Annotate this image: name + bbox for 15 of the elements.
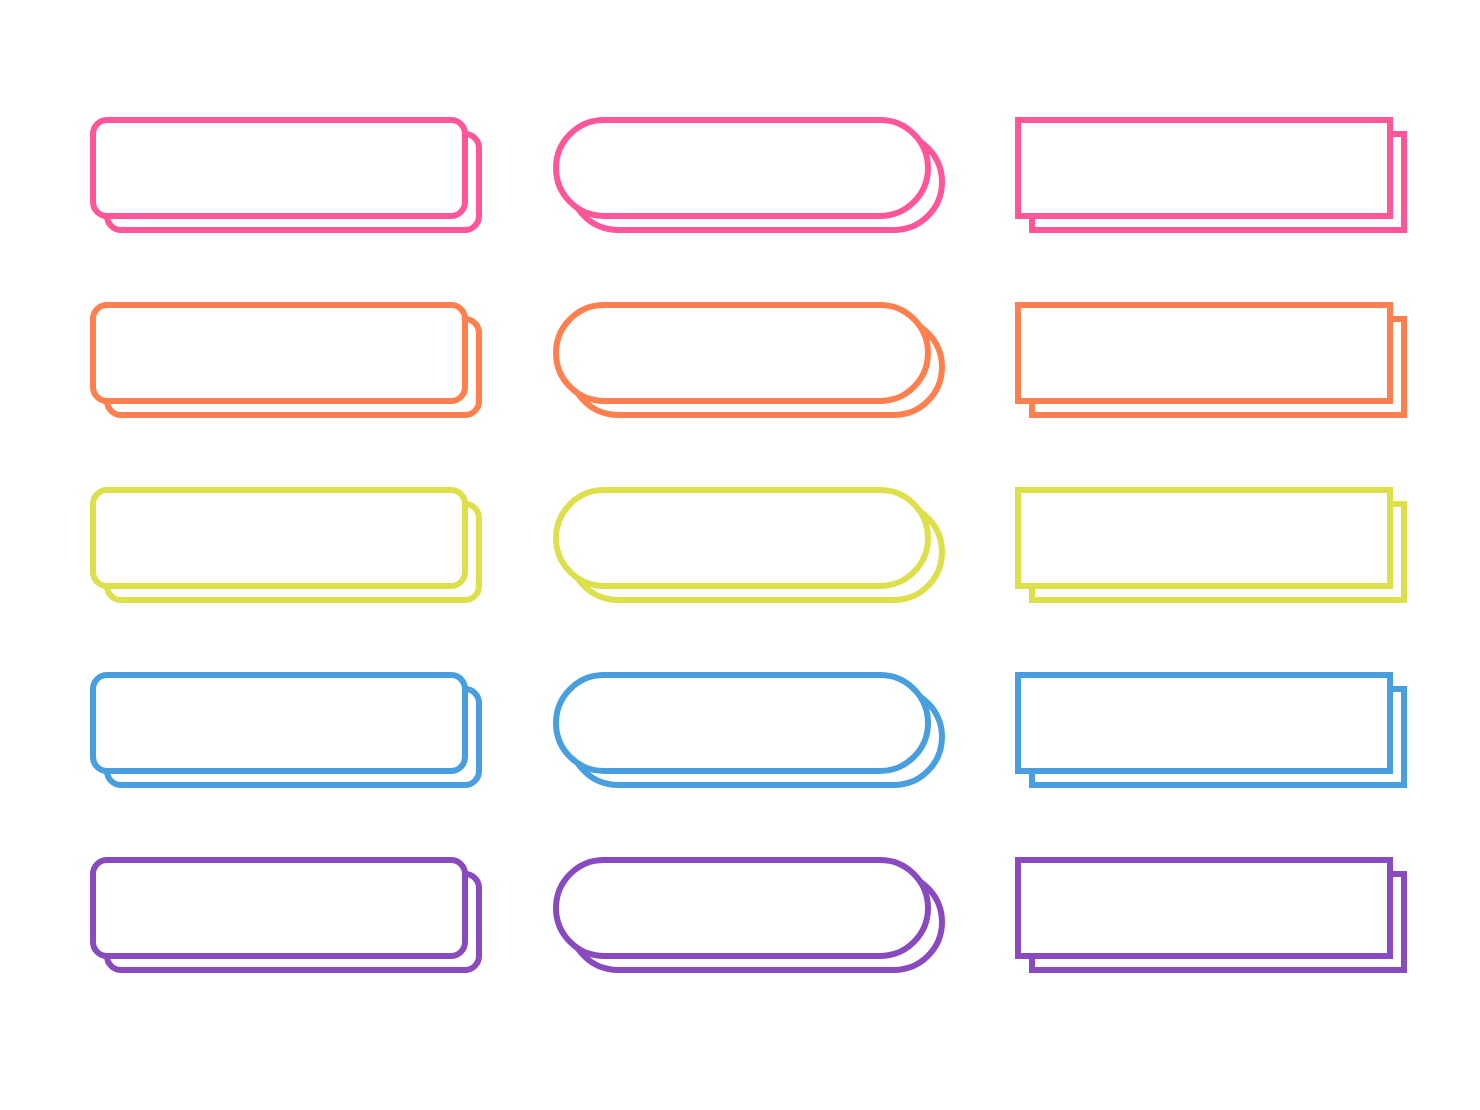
rectangle-frame [1015, 857, 1407, 973]
rectangle-frame [1015, 117, 1407, 233]
rounded-frame [90, 487, 482, 603]
rounded-frame [90, 117, 482, 233]
capsule-frame [553, 117, 945, 233]
rounded-frame [90, 857, 482, 973]
rectangle-frame [1015, 302, 1407, 418]
capsule-frame [553, 857, 945, 973]
capsule-frame [553, 302, 945, 418]
rectangle-frame [1015, 487, 1407, 603]
capsule-frame [553, 487, 945, 603]
rounded-frame [90, 672, 482, 788]
capsule-frame [553, 672, 945, 788]
rounded-frame [90, 302, 482, 418]
rectangle-frame [1015, 672, 1407, 788]
